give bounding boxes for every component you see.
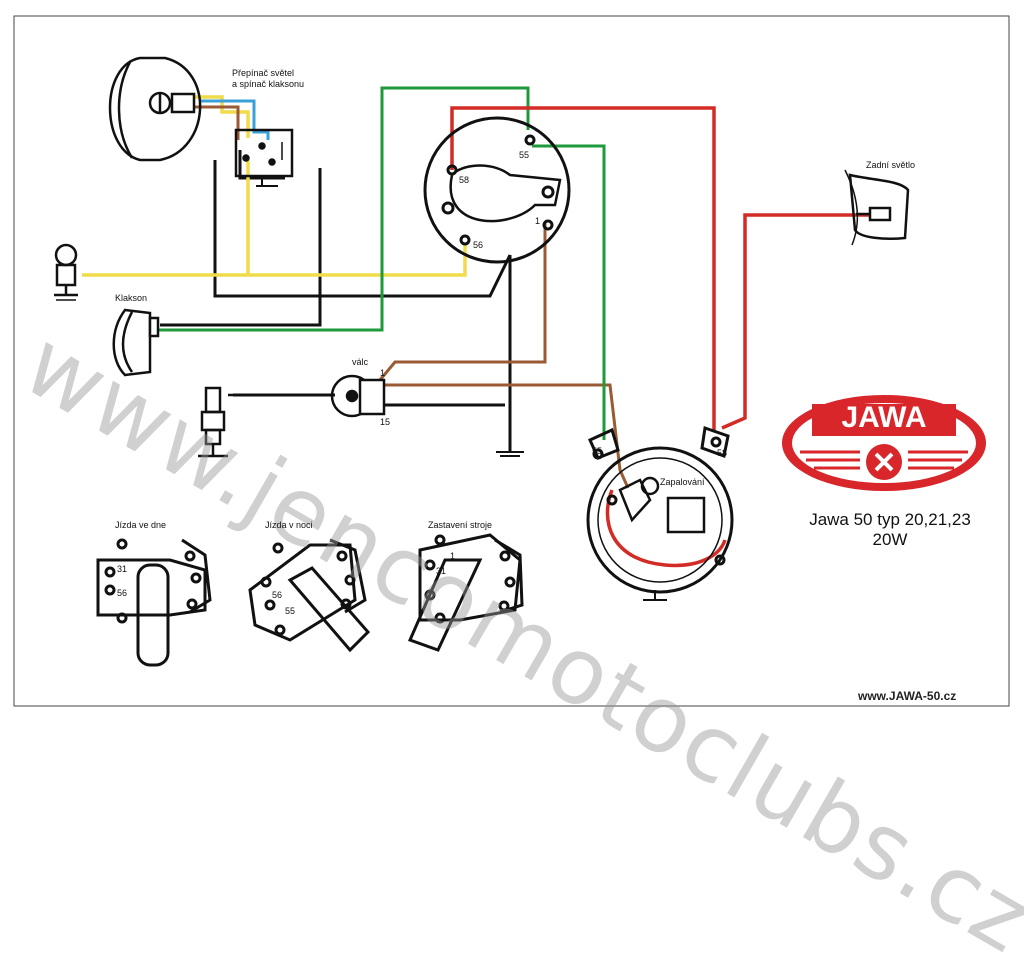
pin-15-coil: 15 bbox=[380, 418, 390, 427]
pin-56-day: 56 bbox=[117, 589, 127, 598]
pin-56-night: 56 bbox=[272, 591, 282, 600]
ignition-coil bbox=[332, 376, 384, 416]
night-riding-label: Jízda v noci bbox=[265, 520, 313, 530]
light-switch-label-line2: a spínač klaksonu bbox=[232, 79, 304, 89]
pin-1-coil: 1 bbox=[380, 369, 385, 378]
light-switch-label-line1: Přepínač světel bbox=[232, 68, 294, 78]
speedometer-switch bbox=[425, 118, 569, 262]
pin-1-stop: 1 bbox=[450, 552, 455, 561]
engine-stop-label: Zastavení stroje bbox=[428, 520, 492, 530]
pin-55-night: 55 bbox=[285, 607, 295, 616]
jawa-logo-text: JAWA bbox=[812, 400, 956, 436]
ignition-label: Zapalování bbox=[660, 477, 705, 487]
pin-55-speedometer: 55 bbox=[519, 151, 529, 160]
model-line1: Jawa 50 typ 20,21,23 bbox=[780, 510, 1000, 530]
day-riding-label: Jízda ve dne bbox=[115, 520, 166, 530]
pin-58-speedometer: 58 bbox=[459, 176, 469, 185]
cylinder-label: válc bbox=[352, 357, 368, 367]
footer-url[interactable]: www.JAWA-50.cz bbox=[858, 689, 956, 703]
switch-position-day bbox=[98, 540, 210, 665]
model-line2: 20W bbox=[780, 530, 1000, 550]
rear-light bbox=[845, 170, 908, 245]
pin-31-stop: 31 bbox=[436, 567, 446, 576]
ignition-magneto bbox=[588, 428, 732, 592]
bulb-lamp bbox=[54, 245, 78, 300]
pin-56-speedometer: 56 bbox=[473, 241, 483, 250]
horn-label: Klakson bbox=[115, 293, 147, 303]
pin-58-magneto: 58 bbox=[717, 449, 727, 458]
headlight bbox=[110, 58, 200, 160]
rear-light-label: Zadní světlo bbox=[866, 160, 915, 170]
model-info: Jawa 50 typ 20,21,23 20W bbox=[780, 510, 1000, 550]
pin-31-day: 31 bbox=[117, 565, 127, 574]
pin-1-speedometer: 1 bbox=[535, 217, 540, 226]
pin-55-magneto: 55 bbox=[592, 447, 602, 456]
